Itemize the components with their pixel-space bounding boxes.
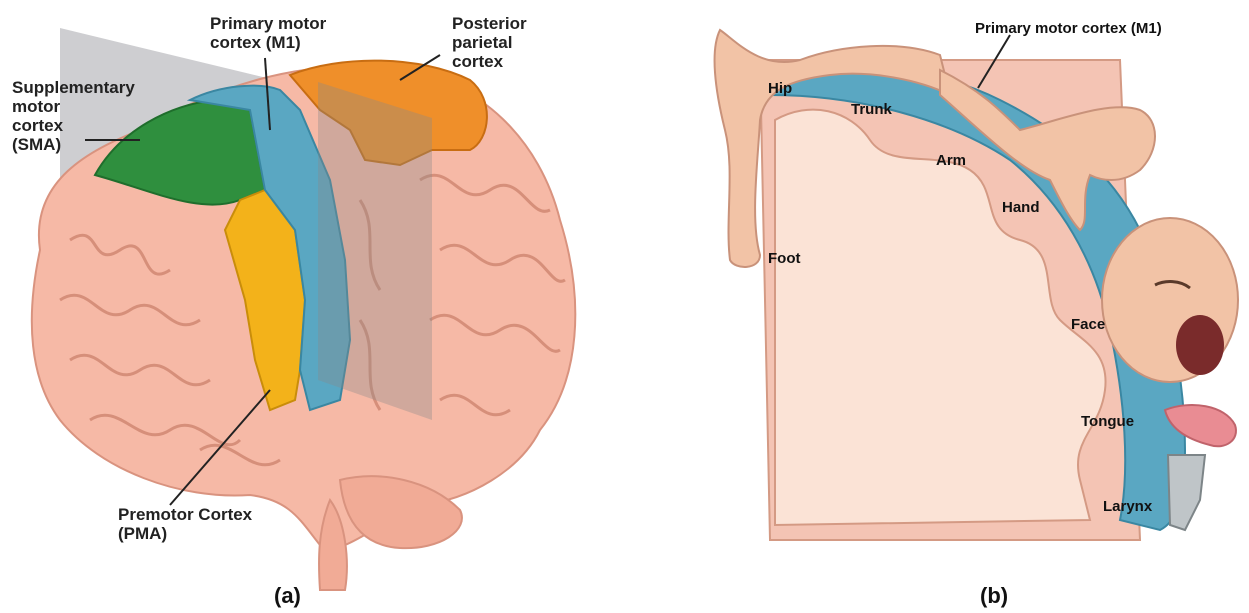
homunculus-larynx [1168, 455, 1205, 530]
homunculus-mouth [1176, 315, 1224, 375]
caption-a: (a) [274, 583, 301, 609]
panel-a-brain-lateral-view: Supplementary motor cortex (SMA) Primary… [0, 0, 600, 613]
label-larynx: Larynx [1103, 498, 1152, 515]
label-sma: Supplementary motor cortex (SMA) [12, 78, 135, 154]
label-m1-b: Primary motor cortex (M1) [975, 20, 1162, 37]
homunculus-illustration [640, 0, 1249, 613]
label-pma: Premotor Cortex (PMA) [118, 505, 252, 543]
label-foot: Foot [768, 250, 800, 267]
label-tongue: Tongue [1081, 413, 1134, 430]
coronal-plane-front [318, 82, 432, 420]
label-m1: Primary motor cortex (M1) [210, 14, 326, 52]
label-hip: Hip [768, 80, 792, 97]
label-trunk: Trunk [851, 101, 892, 118]
label-hand: Hand [1002, 199, 1040, 216]
label-ppc: Posterior parietal cortex [452, 14, 527, 71]
label-arm: Arm [936, 152, 966, 169]
label-face: Face [1071, 316, 1105, 333]
caption-b: (b) [980, 583, 1008, 609]
panel-b-motor-homunculus: Primary motor cortex (M1) Hip Trunk Arm … [640, 0, 1249, 613]
